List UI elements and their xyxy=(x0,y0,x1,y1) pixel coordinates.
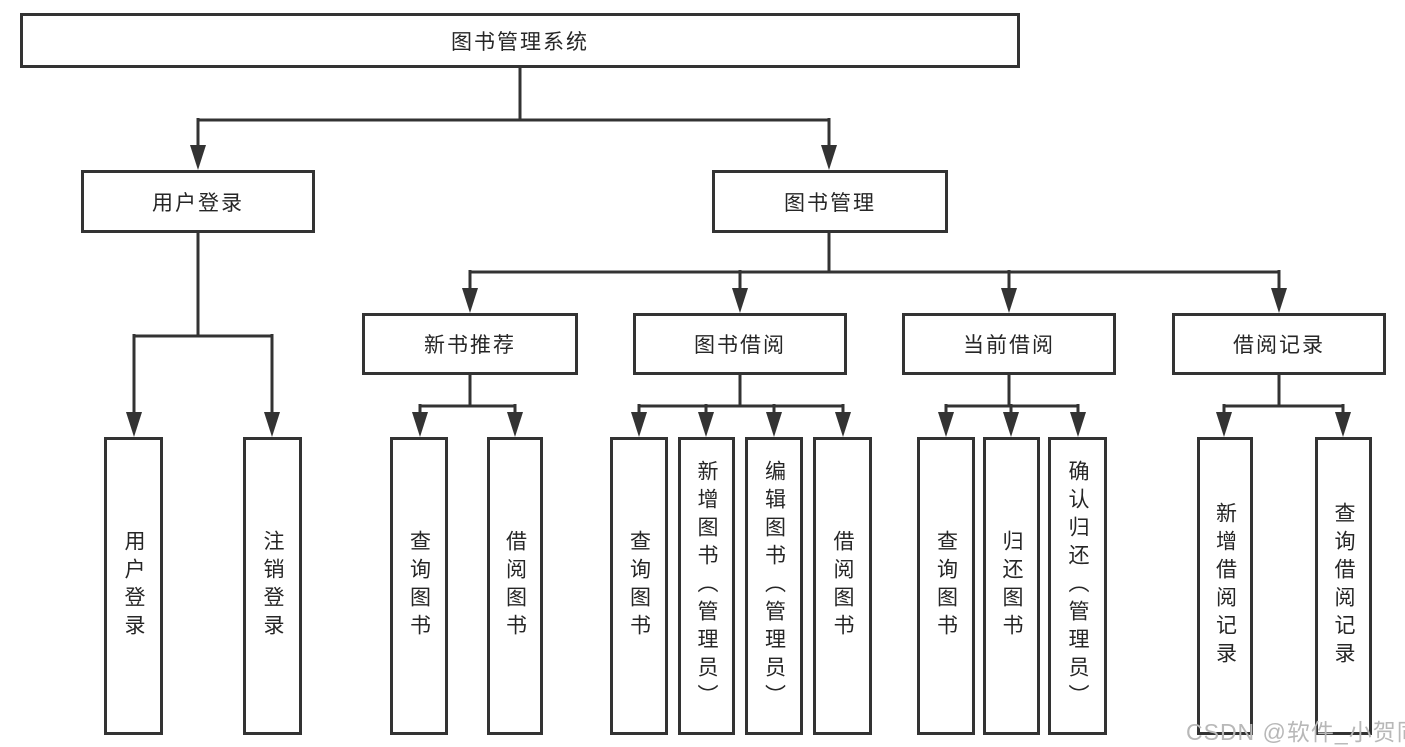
leaf-logout: 注销登录 xyxy=(243,437,302,735)
node-new-book-rec-label: 新书推荐 xyxy=(424,334,516,357)
node-book-mgmt-label: 图书管理 xyxy=(784,191,876,215)
leaf-borrow-books-2-label: 借阅图书 xyxy=(831,530,854,642)
leaf-return-book: 归还图书 xyxy=(983,437,1040,735)
leaf-query-borrow-record: 查询借阅记录 xyxy=(1315,437,1372,735)
leaf-query-books-1: 查询图书 xyxy=(390,437,448,735)
node-new-book-rec: 新书推荐 xyxy=(362,313,578,375)
leaf-user-login: 用户登录 xyxy=(104,437,163,735)
leaf-borrow-books-2: 借阅图书 xyxy=(813,437,872,735)
leaf-edit-book-admin: 编辑图书（管理员） xyxy=(745,437,803,735)
node-borrow-records: 借阅记录 xyxy=(1172,313,1386,375)
node-book-mgmt: 图书管理 xyxy=(712,170,948,233)
watermark-text: CSDN @软件_小贺同学 xyxy=(1186,719,1405,745)
node-user-login: 用户登录 xyxy=(81,170,315,233)
leaf-query-books-2-label: 查询图书 xyxy=(627,530,651,642)
node-book-borrow: 图书借阅 xyxy=(633,313,847,375)
node-root: 图书管理系统 xyxy=(20,13,1020,68)
leaf-logout-label: 注销登录 xyxy=(261,530,284,642)
leaf-borrow-books-1-label: 借阅图书 xyxy=(503,530,527,642)
leaf-confirm-return-admin-label: 确认归还（管理员） xyxy=(1066,460,1089,712)
leaf-add-borrow-record-label: 新增借阅记录 xyxy=(1213,502,1237,670)
node-current-borrow: 当前借阅 xyxy=(902,313,1116,375)
leaf-return-book-label: 归还图书 xyxy=(1000,530,1023,642)
leaf-user-login-label: 用户登录 xyxy=(122,530,145,642)
leaf-add-borrow-record: 新增借阅记录 xyxy=(1197,437,1253,735)
node-book-borrow-label: 图书借阅 xyxy=(694,334,786,357)
leaf-add-book-admin-label: 新增图书（管理员） xyxy=(695,460,718,712)
leaf-query-books-3: 查询图书 xyxy=(917,437,975,735)
node-user-login-label: 用户登录 xyxy=(152,191,244,215)
leaf-confirm-return-admin: 确认归还（管理员） xyxy=(1048,437,1107,735)
leaf-edit-book-admin-label: 编辑图书（管理员） xyxy=(762,460,786,712)
leaf-query-borrow-record-label: 查询借阅记录 xyxy=(1332,502,1355,670)
leaf-add-book-admin: 新增图书（管理员） xyxy=(678,437,735,735)
leaf-query-books-2: 查询图书 xyxy=(610,437,668,735)
leaf-query-books-3-label: 查询图书 xyxy=(934,530,958,642)
leaf-query-books-1-label: 查询图书 xyxy=(407,530,431,642)
node-borrow-records-label: 借阅记录 xyxy=(1233,334,1325,357)
leaf-borrow-books-1: 借阅图书 xyxy=(487,437,543,735)
node-current-borrow-label: 当前借阅 xyxy=(963,334,1055,357)
node-root-label: 图书管理系统 xyxy=(451,30,589,54)
